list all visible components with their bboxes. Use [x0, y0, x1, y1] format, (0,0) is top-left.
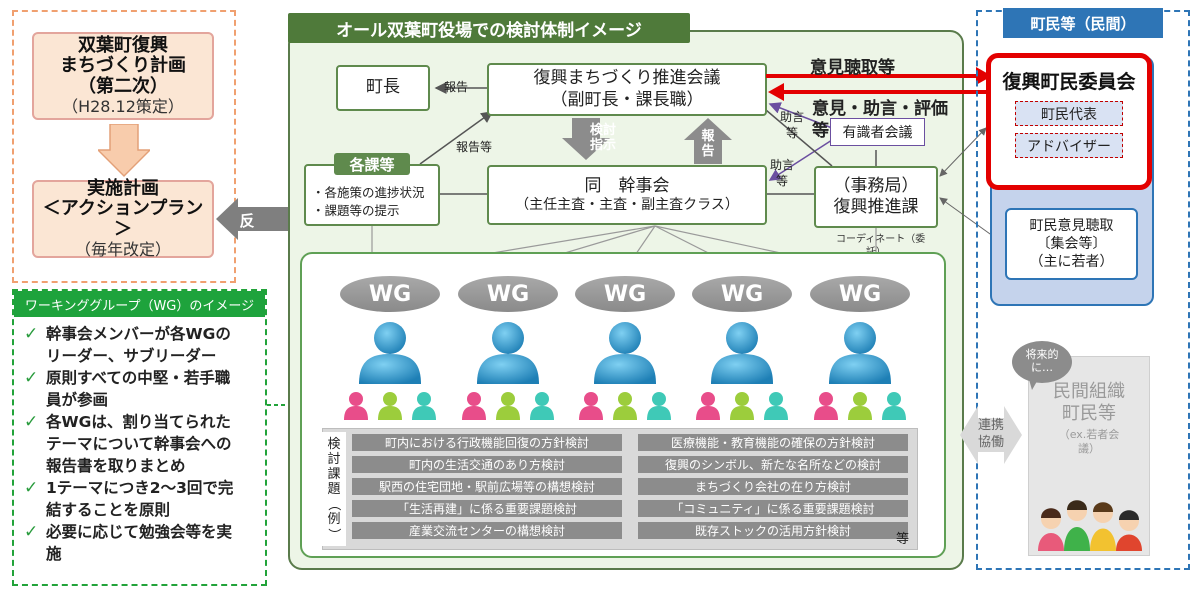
opinion-arrows — [766, 67, 992, 101]
future-bubble: 将来的 に… — [1012, 341, 1072, 383]
council-line2: （副町長・課長職） — [550, 89, 704, 110]
reconstruction-plan-box: 双葉町復興 まちづくり計画 （第二次） （H28.12策定） — [32, 32, 214, 120]
topic-item: 駅西の住宅団地・駅前広場等の構想検討 — [352, 478, 622, 495]
person-icon — [829, 322, 891, 384]
wg-info-list: ✓幹事会メンバーが各WGのリーダー、サブリーダー ✓原則すべての中堅・若手職員が… — [22, 323, 262, 565]
topic-item: 「コミュニティ」に係る重要課題検討 — [638, 500, 908, 517]
council-line1: 復興まちづくり推進会議 — [533, 68, 721, 89]
exec-box: 同 幹事会 （主任主査・主査・副主査クラス） — [487, 165, 767, 225]
reconstruction-plan-line2: まちづくり計画 — [60, 55, 186, 77]
office-box: （事務局） 復興推進課 — [814, 166, 938, 228]
opinion-etc-label: 等 — [812, 121, 829, 141]
wg-info-item: ✓原則すべての中堅・若手職員が参画 — [24, 368, 231, 409]
private-org-box: 民間組織 町民等 （ex.若者会 議） — [1028, 356, 1150, 556]
wg-label: WG — [575, 276, 675, 312]
members-icon — [696, 392, 788, 420]
report-label: 報告 — [444, 80, 469, 94]
person-icon — [711, 322, 773, 384]
action-plan-line3: （毎年改定） — [74, 239, 171, 259]
departments-items: ・各施策の進捗状況 ・課題等の提示 — [312, 185, 425, 219]
person-icon — [359, 322, 421, 384]
check-icon: ✓ — [24, 522, 39, 542]
action-plan-line1: 実施計画 — [87, 177, 159, 199]
report-up-label: 報 告 — [701, 129, 715, 159]
feedback-arrow — [216, 198, 288, 240]
wg-info-item: ✓1テーマにつき2～3回で完結することを原則 — [24, 478, 234, 519]
topics-etc-label: 等 — [896, 532, 910, 547]
topic-item: 町内の生活交通のあり方検討 — [352, 456, 622, 473]
topic-item: 復興のシンボル、新たな名所などの検討 — [638, 456, 908, 473]
wg-info-header: ワーキンググループ（WG）のイメージ — [14, 291, 265, 317]
topic-item: まちづくり会社の在り方検討 — [638, 478, 908, 495]
wg-label: WG — [340, 276, 440, 312]
departments-box: ・各施策の進捗状況 ・課題等の提示 — [304, 164, 440, 226]
wg-info-item: ✓各WGは、割り当てられたテーマについて幹事会への報告書を取りまとめ — [24, 412, 232, 475]
members-icon — [462, 392, 554, 420]
exec-line2: （主任主査・主査・副主査クラス） — [515, 196, 739, 213]
topics-label: 検討課題（例） — [322, 432, 346, 546]
topic-item: 医療機能・教育機能の確保の方針検討 — [638, 434, 908, 451]
person-icon — [594, 322, 656, 384]
action-plan-line2: ＜アクションプラン＞ — [42, 198, 204, 241]
wg-label: WG — [692, 276, 792, 312]
reconstruction-plan-line3: （第二次） — [78, 76, 168, 98]
person-icon — [477, 322, 539, 384]
exec-line1: 同 幹事会 — [584, 175, 670, 196]
reconstruction-plan-line4: （H28.12策定） — [62, 96, 184, 116]
experts-box: 有識者会議 — [830, 118, 925, 146]
wg-group: WG — [335, 268, 445, 420]
wg-group: WG — [687, 268, 797, 420]
citizen-opinion-box: 町民意見聴取 〔集会等〕 （主に若者） — [1005, 208, 1138, 280]
action-plan-box: 実施計画 ＜アクションプラン＞ （毎年改定） — [32, 177, 214, 259]
report-etc-label: 報告等 — [456, 140, 493, 154]
collaboration-label: 連携 協働 — [977, 418, 1004, 450]
office-line2: 復興推進課 — [833, 197, 919, 217]
council-box: 復興まちづくり推進会議 （副町長・課長職） — [487, 63, 767, 116]
wg-group: WG — [453, 268, 563, 420]
office-line1: （事務局） — [833, 175, 919, 196]
check-icon: ✓ — [24, 478, 39, 498]
members-icon — [814, 392, 906, 420]
people-icon — [1038, 500, 1142, 551]
feedback-label: 反 — [239, 211, 255, 230]
committee-rep: 町民代表 — [1015, 101, 1123, 126]
wg-label: WG — [458, 276, 558, 312]
plan-frame — [12, 10, 236, 283]
committee-title: 復興町民委員会 — [1002, 71, 1136, 93]
crowd-illustration — [1038, 500, 1142, 551]
topic-item: 既存ストックの活用方針検討 — [638, 522, 908, 539]
mayor-box: 町長 — [336, 65, 430, 111]
wg-info-item: ✓必要に応じて勉強会等を実施 — [24, 522, 233, 563]
citizens-header: 町民等（民間） — [1003, 8, 1163, 38]
members-icon — [344, 392, 436, 420]
review-instruction-arrow — [562, 118, 610, 160]
committee-advisor: アドバイザー — [1015, 133, 1123, 158]
reconstruction-plan-line1: 双葉町復興 — [78, 34, 168, 56]
topic-item: 産業交流センターの構想検討 — [352, 522, 622, 539]
advice-etc-label-lower: 助言 等 — [770, 158, 795, 188]
wg-info-item: ✓幹事会メンバーが各WGのリーダー、サブリーダー — [24, 324, 231, 365]
check-icon: ✓ — [24, 412, 39, 432]
private-org-text: 民間組織 町民等 （ex.若者会 議） — [1053, 381, 1125, 455]
check-icon: ✓ — [24, 324, 39, 344]
departments-title: 各課等 — [334, 153, 410, 175]
review-instruction-label: 検討 指示 — [589, 123, 616, 153]
opinion-advice-label: 意見・助言・評価 — [812, 99, 948, 119]
advice-etc-label-upper: 助言 等 — [780, 110, 805, 140]
wg-info-box: ワーキンググループ（WG）のイメージ ✓幹事会メンバーが各WGのリーダー、サブリ… — [12, 289, 267, 586]
topic-item: 町内における行政機能回復の方針検討 — [352, 434, 622, 451]
collaboration-arrow — [960, 406, 1022, 464]
check-icon: ✓ — [24, 368, 39, 388]
committee-box: 復興町民委員会 町民代表 アドバイザー — [986, 53, 1152, 190]
opinion-hearing-label: 意見聴取等 — [810, 58, 895, 78]
wg-group: WG — [570, 268, 680, 420]
wg-label: WG — [810, 276, 910, 312]
members-icon — [579, 392, 671, 420]
topic-item: 「生活再建」に係る重要課題検討 — [352, 500, 622, 517]
topics-label-text: 検討課題（例） — [326, 436, 342, 541]
plan-down-arrow — [98, 124, 150, 178]
main-title: オール双葉町役場での検討体制イメージ — [288, 13, 690, 43]
report-up-arrow — [684, 118, 732, 164]
wg-group: WG — [805, 268, 915, 420]
